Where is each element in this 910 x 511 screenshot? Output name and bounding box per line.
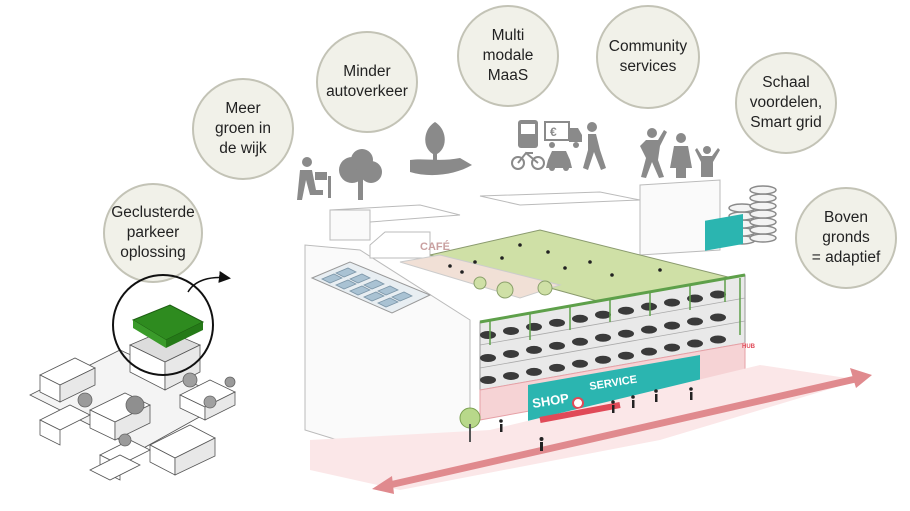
parked-car <box>572 337 588 346</box>
street-trees <box>459 407 481 442</box>
parked-car <box>549 318 565 327</box>
roof-trees <box>473 276 553 299</box>
red-bike-lane <box>539 402 621 423</box>
parked-car <box>549 363 565 372</box>
hub-sign: HUB <box>742 344 756 350</box>
parked-car <box>664 321 680 330</box>
parked-car <box>526 345 542 354</box>
solar-panels <box>310 261 432 314</box>
parked-car <box>641 325 657 334</box>
parked-car <box>618 306 634 315</box>
street-arrow-head-right <box>850 368 872 388</box>
shop-service-facade <box>528 355 700 425</box>
street-zone <box>310 365 860 490</box>
parked-cars <box>480 290 726 384</box>
parked-car <box>710 335 726 344</box>
street-people <box>499 387 693 451</box>
parked-car <box>710 313 726 322</box>
parked-car <box>480 376 496 384</box>
parked-car <box>641 302 657 311</box>
parked-car <box>572 359 588 368</box>
street-arrow <box>384 374 861 490</box>
rooftop-people <box>448 243 662 277</box>
parked-car <box>503 349 519 358</box>
parked-car <box>595 333 611 342</box>
bubble-geclusterde-parkeer: Geclusterde parkeer oplossing <box>103 183 203 283</box>
parked-car <box>503 326 519 335</box>
bubble-text: Geclusterde parkeer oplossing <box>111 204 195 261</box>
parked-car <box>664 343 680 352</box>
parked-car <box>526 367 542 376</box>
community-people-icon <box>640 128 720 178</box>
bubble-multimodale-maas: Multi modale MaaS <box>457 5 559 107</box>
bubble-text: Schaal voordelen, Smart grid <box>749 74 823 131</box>
bubble-text: Minder autoverkeer <box>326 63 408 100</box>
parked-car <box>526 322 542 331</box>
bubble-minder-autoverkeer: Minder autoverkeer <box>316 31 418 133</box>
walking-person-icon <box>583 122 606 170</box>
bubble-meer-groen: Meer groen in de wijk <box>192 78 294 180</box>
parked-car <box>595 355 611 364</box>
hanging-greenery <box>489 278 741 345</box>
parked-car <box>549 341 565 350</box>
hub-facade <box>705 213 743 251</box>
van-icon: € <box>544 121 582 148</box>
facade-greenery <box>479 273 746 324</box>
bus-icon <box>518 120 538 148</box>
car-icon <box>546 151 572 171</box>
shop-sign: SHOP <box>531 390 570 411</box>
parked-car <box>480 331 496 339</box>
parked-car <box>618 329 634 338</box>
parked-car <box>641 347 657 356</box>
bubble-schaal-voordelen: Schaal voordelen, Smart grid <box>735 52 837 154</box>
parked-car <box>618 351 634 360</box>
parked-car <box>687 317 703 326</box>
bubble-community-services: Community services <box>596 5 700 109</box>
bicycle-icon <box>511 151 545 170</box>
parked-car <box>595 310 611 319</box>
parked-car <box>480 354 496 362</box>
context-buildings <box>304 179 721 451</box>
magnifier-circle <box>112 274 214 376</box>
bubble-text: Boven gronds = adaptief <box>811 209 881 266</box>
parked-car <box>664 298 680 307</box>
location-pin-icon <box>572 397 584 409</box>
bubble-text: Meer groen in de wijk <box>214 100 271 157</box>
parked-car <box>572 314 588 323</box>
hand-plant-icon <box>410 122 472 176</box>
cafe-sign: CAFÉ <box>420 240 450 253</box>
neighbourhood-isometric <box>29 329 236 481</box>
zoom-arrow <box>187 271 231 293</box>
parked-car <box>503 371 519 380</box>
tree-icon <box>339 149 382 200</box>
bubble-text: Multi modale MaaS <box>482 27 534 84</box>
person-reading-icon <box>297 157 331 200</box>
euro-sign: € <box>550 125 557 139</box>
parked-car <box>687 339 703 348</box>
parked-car <box>710 290 726 299</box>
street-arrow-head-left <box>372 476 394 494</box>
bubble-text: Community services <box>608 38 688 75</box>
bubble-bovengronds: Boven gronds = adaptief <box>795 187 897 289</box>
parked-car <box>687 294 703 303</box>
